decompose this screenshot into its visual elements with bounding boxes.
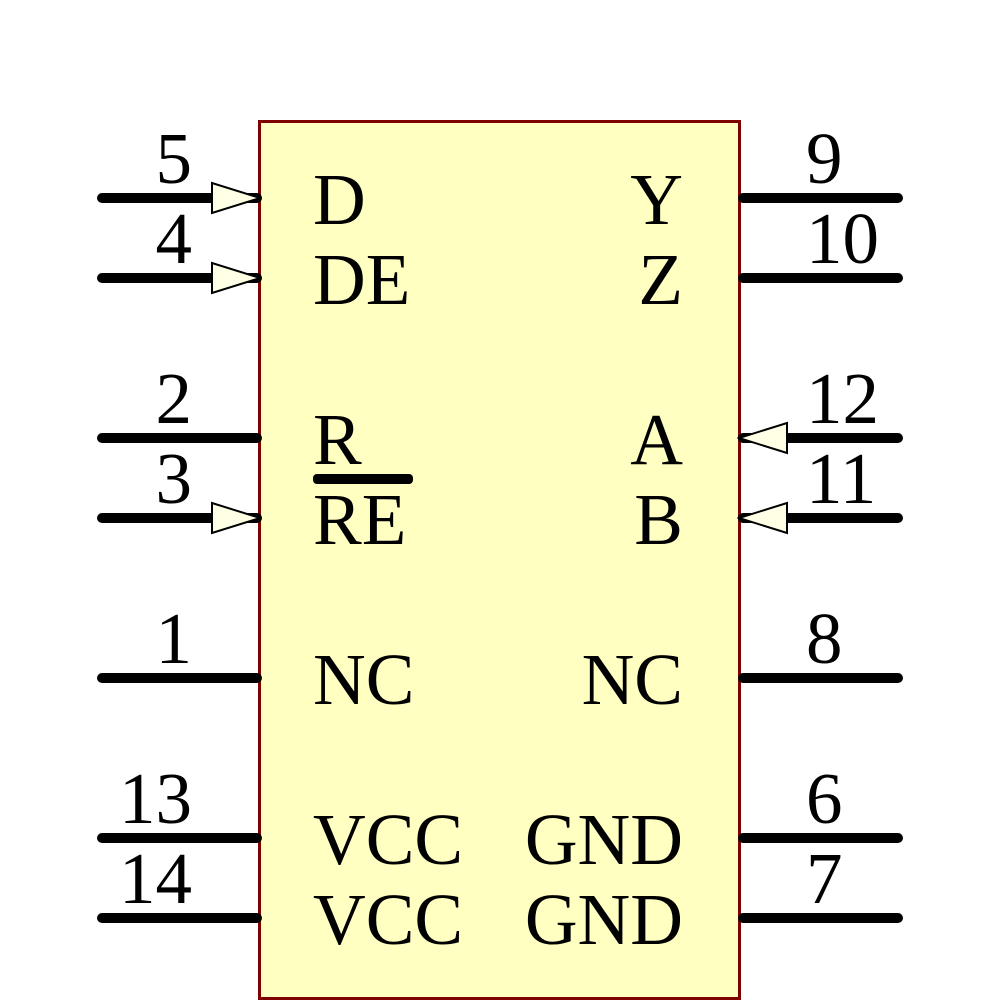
- pin-13-number: 13: [119, 758, 192, 839]
- pin-label-NC: NC: [581, 639, 683, 720]
- pin-label-NC: NC: [313, 639, 415, 720]
- pin-label-D: D: [313, 159, 366, 240]
- pin-label-Y: Y: [630, 159, 683, 240]
- pin-label-B: B: [634, 479, 683, 560]
- input-arrow-icon: [737, 421, 788, 455]
- ic-body: [258, 120, 741, 1000]
- pin-3-number: 3: [155, 438, 193, 519]
- pin-5-line: [97, 193, 262, 203]
- pin-6-line: [738, 833, 903, 843]
- pin-10-line: [738, 273, 903, 283]
- overline-bar: [313, 474, 413, 484]
- pin-label-DE: DE: [313, 239, 411, 320]
- pin-2-number: 2: [155, 358, 193, 439]
- pin-13-line: [97, 833, 262, 843]
- pin-label-GND: GND: [524, 799, 683, 880]
- input-arrow-icon: [211, 501, 262, 535]
- pin-14-line: [97, 913, 262, 923]
- input-arrow-icon: [211, 181, 262, 215]
- pin-10-number: 10: [806, 198, 879, 279]
- pin-11-line: [738, 513, 903, 523]
- pin-7-line: [738, 913, 903, 923]
- pin-4-line: [97, 273, 262, 283]
- pin-4-number: 4: [155, 198, 193, 279]
- pin-8-line: [738, 673, 903, 683]
- pin-3-line: [97, 513, 262, 523]
- pin-9-number: 9: [806, 118, 843, 199]
- pin-1-number: 1: [155, 598, 193, 679]
- pin-8-number: 8: [806, 598, 843, 679]
- pin-5-number: 5: [155, 118, 193, 199]
- pin-label-VCC: VCC: [313, 879, 464, 960]
- pin-9-line: [738, 193, 903, 203]
- pin-12-line: [738, 433, 903, 443]
- pin-14-number: 14: [119, 838, 192, 919]
- pin-label-R: R: [313, 399, 362, 480]
- pin-label-GND: GND: [524, 879, 683, 960]
- pin-label-Z: Z: [638, 239, 683, 320]
- pin-11-number: 11: [806, 438, 877, 519]
- pin-label-VCC: VCC: [313, 799, 464, 880]
- pin-12-number: 12: [806, 358, 879, 439]
- input-arrow-icon: [737, 501, 788, 535]
- pin-2-line: [97, 433, 262, 443]
- pin-7-number: 7: [806, 838, 843, 919]
- pin-1-line: [97, 673, 262, 683]
- pin-6-number: 6: [806, 758, 843, 839]
- input-arrow-icon: [211, 261, 262, 295]
- pin-label-RE: RE: [313, 479, 407, 560]
- pin-label-A: A: [630, 399, 683, 480]
